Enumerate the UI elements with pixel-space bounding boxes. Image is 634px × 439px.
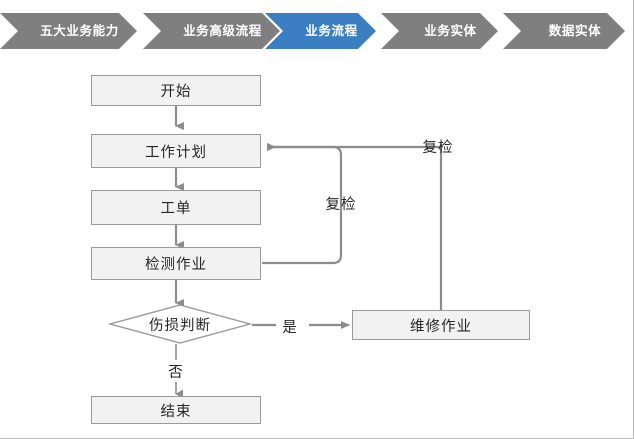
node-workorder[interactable]: 工单 bbox=[91, 190, 261, 225]
node-start-label: 开始 bbox=[160, 84, 192, 100]
edge-label-recheck-inner: 复检 bbox=[325, 197, 357, 213]
edge-label-no: 否 bbox=[168, 365, 184, 381]
edge-label-yes: 是 bbox=[282, 320, 298, 336]
node-end-label: 结束 bbox=[160, 403, 192, 420]
breadcrumb-item-3[interactable]: 业务实体 bbox=[424, 24, 477, 38]
node-inspect[interactable]: 检测作业 bbox=[91, 247, 261, 280]
node-repair-label: 维修作业 bbox=[410, 318, 472, 335]
node-repair[interactable]: 维修作业 bbox=[352, 310, 530, 340]
breadcrumb-item-4[interactable]: 数据实体 bbox=[548, 24, 602, 38]
breadcrumb-item-0[interactable]: 五大业务能力 bbox=[40, 24, 119, 38]
breadcrumb-item-2-active[interactable]: 业务流程 bbox=[305, 24, 358, 38]
node-inspect-label: 检测作业 bbox=[145, 257, 207, 273]
node-decision-label: 伤损判断 bbox=[149, 317, 211, 334]
node-workplan[interactable]: 工作计划 bbox=[91, 134, 261, 168]
edge-recheck-outer bbox=[267, 143, 443, 310]
node-end[interactable]: 结束 bbox=[91, 396, 261, 424]
node-start[interactable]: 开始 bbox=[91, 75, 261, 106]
node-workorder-label: 工单 bbox=[160, 201, 192, 217]
edge-label-recheck-outer: 复检 bbox=[422, 140, 454, 156]
breadcrumb-item-1[interactable]: 业务高级流程 bbox=[183, 24, 262, 38]
node-workplan-label: 工作计划 bbox=[145, 144, 207, 161]
node-decision[interactable]: 伤损判断 bbox=[110, 305, 250, 343]
